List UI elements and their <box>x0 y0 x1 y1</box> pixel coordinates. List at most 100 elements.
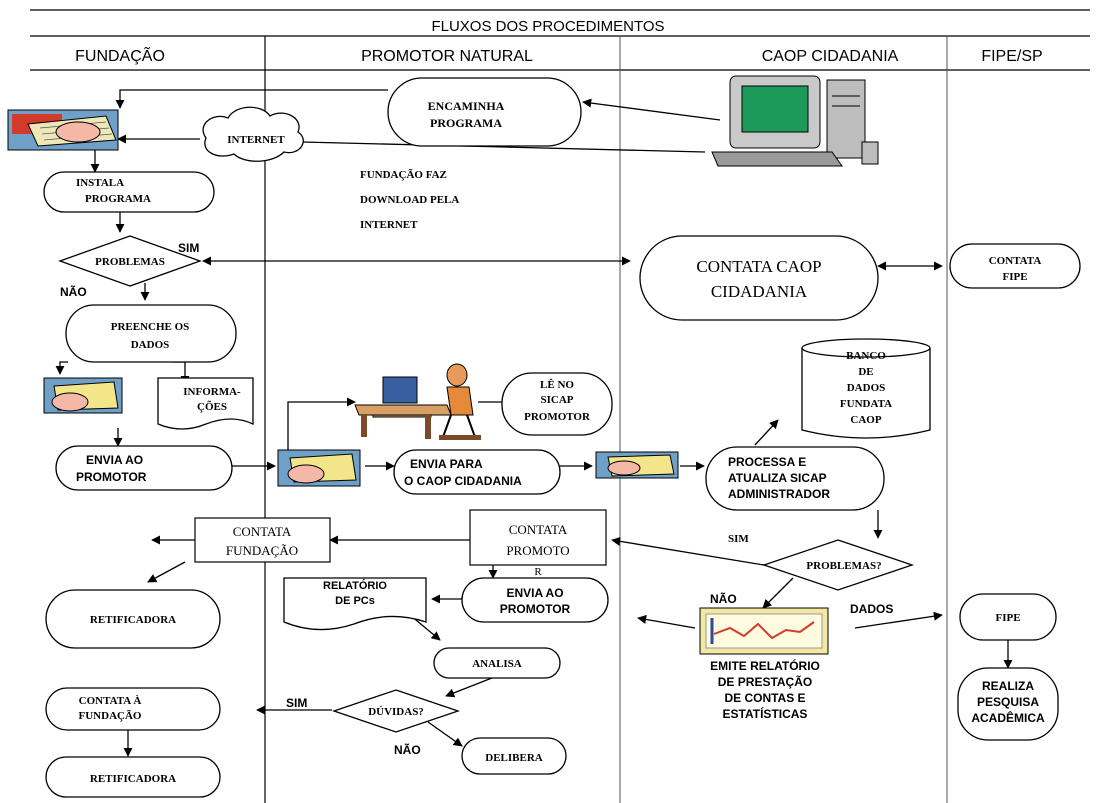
dados-label: DADOS <box>850 602 893 616</box>
banco-dados-text: BANCO DE DADOS FUNDATA CAOP <box>840 350 892 426</box>
informacoes-text: INFORMA- ÇÕES <box>183 386 241 413</box>
lane-header-fundacao: FUNDAÇÃO <box>75 45 165 65</box>
emite-line-3: DE CONTAS E <box>724 691 805 705</box>
nao-3-label: NÃO <box>394 742 421 757</box>
envia-promotor-2-line-2: PROMOTOR <box>500 602 571 616</box>
informacoes-line-2: ÇÕES <box>197 401 227 413</box>
contata-caop-line-2: CIDADANIA <box>711 282 808 301</box>
processa-node <box>705 446 885 511</box>
internet-label: INTERNET <box>227 134 285 146</box>
informacoes-line-1: INFORMA- <box>183 386 241 398</box>
envia-caop-line-1: ENVIA PARA <box>410 457 483 471</box>
lane-header-caop: CAOP CIDADANIA <box>762 48 899 65</box>
retificadora-1-node <box>45 589 221 649</box>
contata-fipe-line-2: FIPE <box>1002 271 1027 283</box>
envia-caop-text: ENVIA PARA O CAOP CIDADANIA <box>404 457 522 488</box>
retificadora-1-label: RETIFICADORA <box>90 614 176 626</box>
contata-fundacao-2-node <box>45 687 221 731</box>
emite-line-2: DE PRESTAÇÃO <box>718 674 812 689</box>
keyboard-hand-icon <box>7 109 119 151</box>
fipe-node <box>959 593 1057 641</box>
duvidas-diamond <box>331 689 461 733</box>
contata-promotor-line-2: PROMOTO <box>506 543 569 558</box>
processa-line-2: ATUALIZA SICAP <box>728 471 827 485</box>
sim-2-label: SIM <box>728 533 749 545</box>
contata-fipe-node <box>949 243 1081 289</box>
contata-fundacao-2-line-2: FUNDAÇÃO <box>79 710 142 722</box>
relatorio-pcs-text: RELATÓRIO DE PCs <box>323 579 387 607</box>
envia-promotor-1-line-1: ENVIA AO <box>86 453 143 467</box>
processa-line-3: ADMINISTRADOR <box>728 487 830 501</box>
le-no-sicap-node <box>501 372 613 436</box>
preenche-dados-text: PREENCHE OS DADOS <box>111 321 190 351</box>
contata-fipe-line-1: CONTATA <box>989 255 1042 267</box>
analisa-node <box>433 647 561 679</box>
preenche-line-1: PREENCHE OS <box>111 321 190 333</box>
contata-caop-text: CONTATA CAOP CIDADANIA <box>696 257 821 301</box>
instala-line-1: INSTALA <box>76 177 124 189</box>
relatorio-line-1: RELATÓRIO <box>323 579 387 592</box>
encaminha-programa-text: ENCAMINHA PROGRAMA <box>428 99 505 130</box>
realiza-line-3: ACADÊMICA <box>971 710 1045 725</box>
problemas-2-label: PROBLEMAS? <box>806 560 881 572</box>
download-line-1: FUNDAÇÃO FAZ <box>360 169 447 181</box>
le-line-3: PROMOTOR <box>524 411 591 423</box>
contata-fundacao-2-text: CONTATA À FUNDAÇÃO <box>79 695 142 722</box>
problemas-1-label: PROBLEMAS <box>95 256 165 268</box>
fipe-label: FIPE <box>995 612 1020 624</box>
contata-caop-node <box>639 235 879 321</box>
instala-programa-node <box>43 171 215 213</box>
duvidas-label: DÚVIDAS? <box>368 706 424 718</box>
contata-promotor-box <box>469 509 607 566</box>
retificadora-2-label: RETIFICADORA <box>90 773 176 785</box>
banco-line-2: DE <box>858 366 873 378</box>
envia-caop-line-2: O CAOP CIDADANIA <box>404 474 522 488</box>
contata-fundacao-box-text: CONTATA FUNDAÇÃO <box>226 524 298 558</box>
relatorio-pcs-document <box>283 577 427 631</box>
processa-line-1: PROCESSA E <box>728 455 806 469</box>
le-line-1: LÊ NO <box>540 379 574 391</box>
contata-fundacao-line-2: FUNDAÇÃO <box>226 543 298 558</box>
sim-3-label: SIM <box>286 696 307 710</box>
relatorio-line-2: DE PCs <box>335 595 375 607</box>
delibera-node <box>461 737 567 775</box>
download-line-2: DOWNLOAD PELA <box>360 194 459 206</box>
instala-line-2: PROGRAMA <box>85 193 151 205</box>
keyboard-icon-promotor <box>277 449 361 487</box>
problemas-1-diamond <box>58 235 202 287</box>
realiza-pesquisa-node <box>957 667 1059 741</box>
analisa-label: ANALISA <box>472 658 522 670</box>
delibera-label: DELIBERA <box>485 752 543 764</box>
banco-line-4: FUNDATA <box>840 398 892 410</box>
le-line-2: SICAP <box>540 394 573 406</box>
download-line-3: INTERNET <box>360 219 418 231</box>
nao-2-label: NÃO <box>710 591 737 606</box>
lane-header-promotor: PROMOTOR NATURAL <box>361 48 533 65</box>
preenche-dados-node <box>65 304 237 363</box>
contata-promotor-box-text: CONTATA PROMOTO R <box>506 522 569 578</box>
line-chart-icon <box>699 607 829 655</box>
preenche-line-2: DADOS <box>131 339 170 351</box>
problemas-2-diamond <box>761 539 915 591</box>
contata-fipe-text: CONTATA FIPE <box>989 255 1042 283</box>
keyboard-icon-fundacao <box>43 377 123 414</box>
informacoes-document <box>157 377 254 430</box>
envia-caop-node <box>393 449 561 495</box>
contata-caop-line-1: CONTATA CAOP <box>696 257 821 276</box>
lane-header-fipe: FIPE/SP <box>981 48 1042 65</box>
sim-1-label: SIM <box>178 241 199 255</box>
download-note: FUNDAÇÃO FAZ DOWNLOAD PELA INTERNET <box>360 169 459 231</box>
instala-programa-text: INSTALA PROGRAMA <box>76 177 151 205</box>
le-no-sicap-text: LÊ NO SICAP PROMOTOR <box>524 379 591 423</box>
envia-promotor-2-node <box>461 577 609 623</box>
banco-line-5: CAOP <box>850 414 881 426</box>
envia-promotor-1-text: ENVIA AO PROMOTOR <box>76 453 147 484</box>
retificadora-2-node <box>45 756 221 798</box>
envia-promotor-2-text: ENVIA AO PROMOTOR <box>500 586 571 616</box>
encaminha-line-2: PROGRAMA <box>430 116 502 130</box>
contata-fundacao-line-1: CONTATA <box>233 524 292 539</box>
contata-promotor-line-3: R <box>534 566 542 578</box>
envia-promotor-1-node <box>55 445 233 491</box>
encaminha-programa-node <box>387 77 582 147</box>
